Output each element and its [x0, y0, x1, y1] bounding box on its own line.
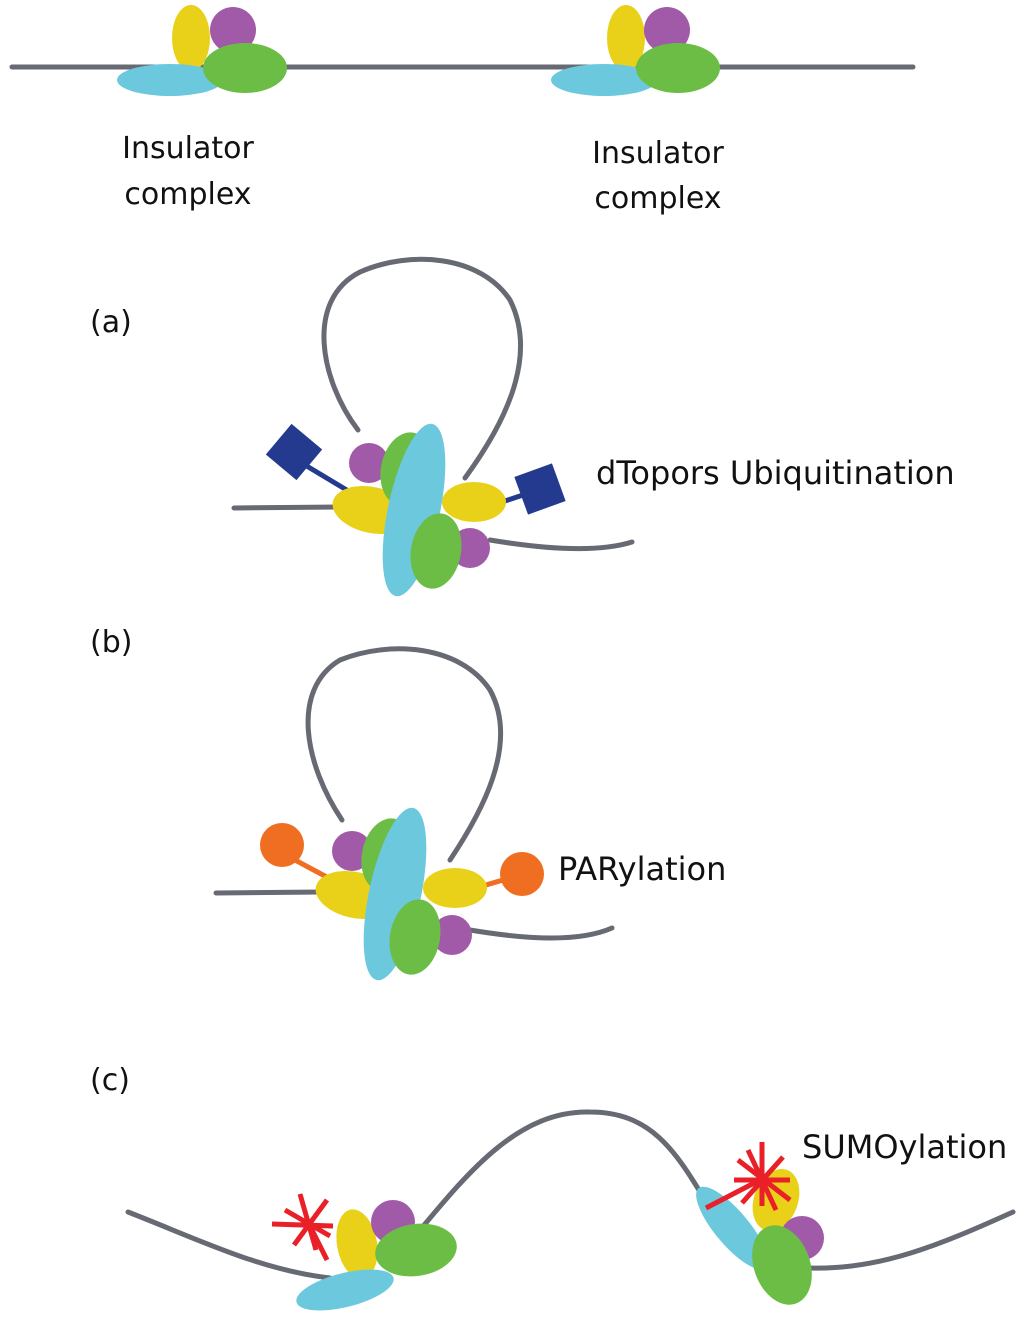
sumo-left [271, 1193, 334, 1262]
insulator-cluster-b [315, 807, 487, 981]
insulator-complex-c-left [296, 1200, 457, 1311]
panel-a-label: (a) [90, 305, 132, 340]
label-sumoylation: SUMOylation [802, 1128, 1007, 1166]
top-panel: Insulator complex Insulator complex [9, 5, 916, 216]
sumo-right [704, 1142, 792, 1212]
label-parylation: PARylation [558, 850, 726, 888]
panel-a: (a) dTopors Ubiquitination [90, 256, 955, 597]
label-insulator-right-1: Insulator [592, 136, 724, 171]
ubiquitin-left [265, 423, 352, 495]
panel-c-label: (c) [90, 1063, 130, 1098]
insulator-complex-right [551, 5, 720, 96]
label-insulator-left-2: complex [124, 177, 251, 212]
label-insulator-left-1: Insulator [122, 131, 254, 166]
panel-b: (b) PARylation [90, 625, 726, 981]
label-ubiquitination: dTopors Ubiquitination [596, 454, 955, 492]
dna-loop-a [231, 256, 635, 552]
insulator-complex-left [117, 5, 287, 96]
dna-loop-b [213, 646, 615, 941]
insulator-cluster-a [332, 423, 506, 597]
panel-c: (c) SUMOylatio [90, 1063, 1016, 1311]
par-left [260, 823, 338, 885]
dna-wave-c [125, 1109, 1016, 1281]
label-insulator-right-2: complex [594, 181, 721, 216]
panel-b-label: (b) [90, 625, 132, 660]
